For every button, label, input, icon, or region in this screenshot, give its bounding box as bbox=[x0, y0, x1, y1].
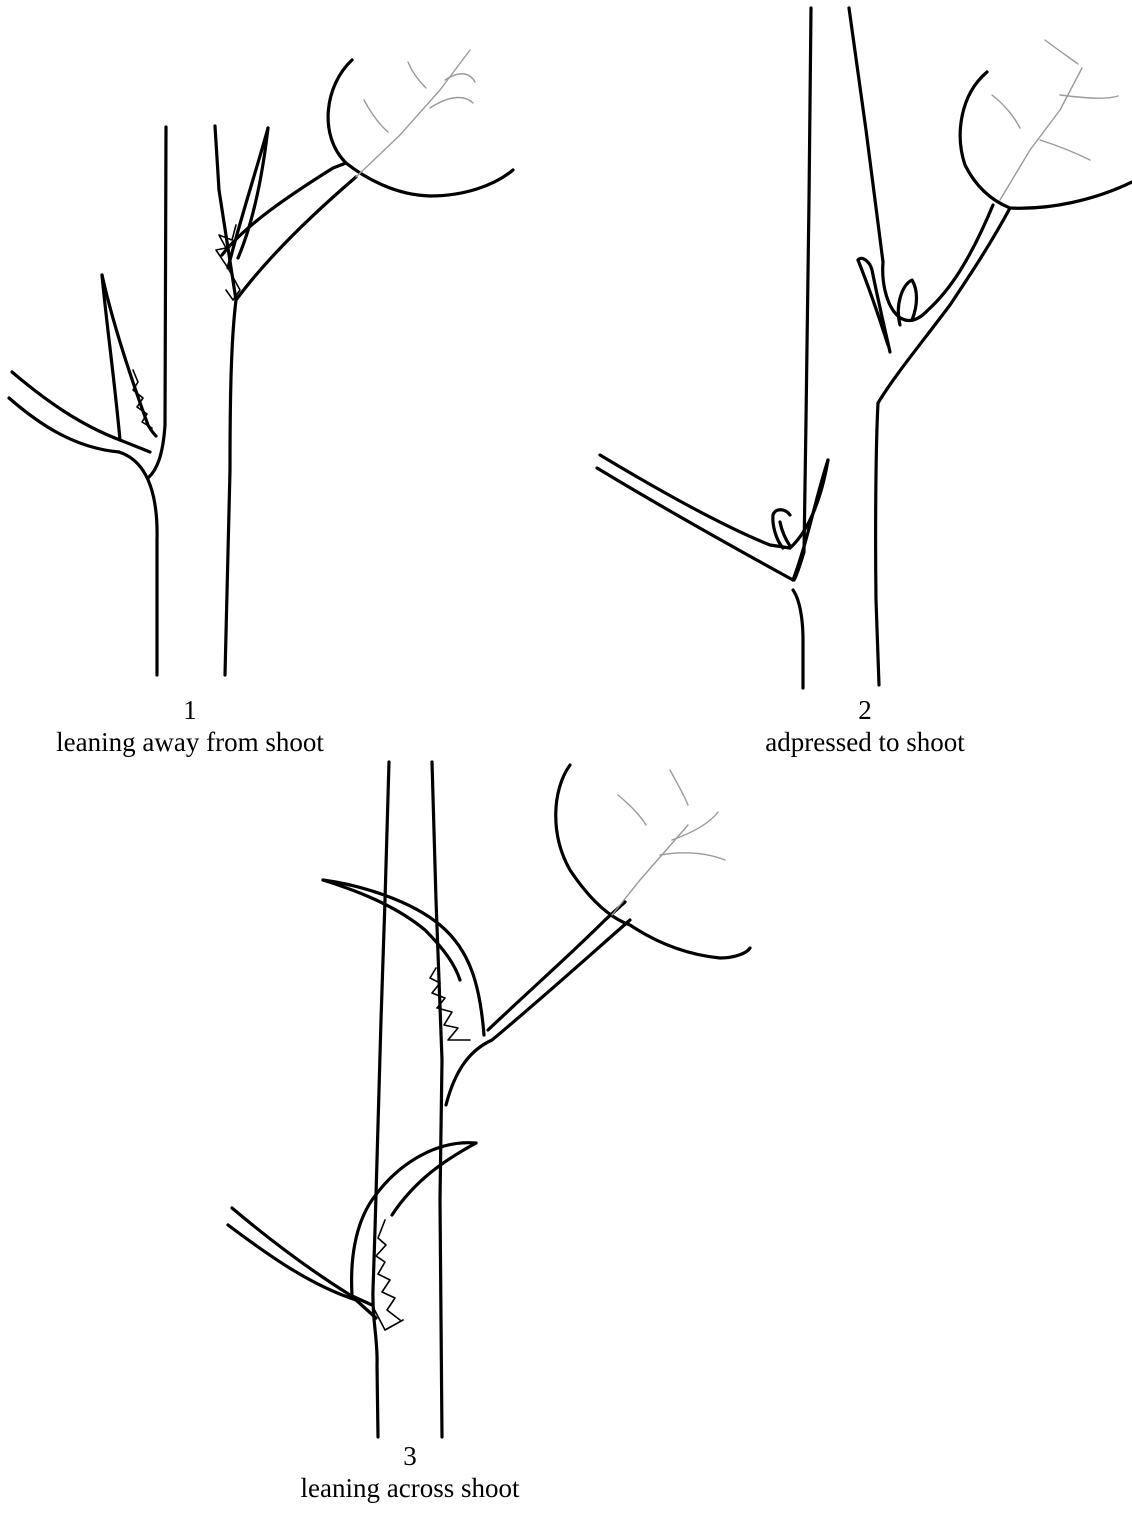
fig3-stem-right bbox=[432, 762, 442, 1437]
fig2-lower-branch-upper-edge bbox=[600, 455, 790, 548]
fig3-lower-branch-lower-edge bbox=[228, 1225, 376, 1318]
fig3-leaflet-outline bbox=[556, 765, 750, 958]
figure-2-caption: 2 adpressed to shoot bbox=[740, 694, 990, 758]
fig2-leaflet-outline bbox=[960, 72, 1132, 208]
figure-3-drawing bbox=[228, 762, 750, 1437]
fig1-upper-thorn bbox=[228, 128, 268, 268]
fig1-leaflet-vein-3 bbox=[408, 62, 426, 88]
fig3-petiole-upper-edge bbox=[488, 902, 625, 1030]
fig1-stem-left-lower bbox=[119, 452, 157, 675]
figure-2-number: 2 bbox=[740, 694, 990, 726]
fig2-lower-stipule bbox=[773, 510, 790, 548]
fig1-stem-left bbox=[148, 127, 166, 478]
figure-2-label: adpressed to shoot bbox=[740, 726, 990, 758]
figure-1-caption: 1 leaning away from shoot bbox=[20, 694, 360, 758]
fig2-leaflet-vein-2 bbox=[1060, 95, 1118, 98]
fig1-lower-branch-upper-edge bbox=[12, 372, 150, 452]
fig2-leaflet-vein-4 bbox=[992, 95, 1020, 128]
fig3-lower-stipule-fringe bbox=[372, 1220, 403, 1330]
fig2-stem-left bbox=[794, 8, 811, 580]
fig3-lower-thorn-inner bbox=[392, 1143, 476, 1215]
figure-1-label: leaning away from shoot bbox=[20, 726, 360, 758]
figure-1-drawing bbox=[9, 50, 513, 675]
fig1-lower-branch-lower-edge bbox=[9, 398, 119, 452]
fig1-petiole-lower-edge bbox=[236, 177, 356, 300]
fig2-stem-right bbox=[849, 8, 883, 685]
figure-2-drawing bbox=[597, 8, 1132, 688]
figure-3-number: 3 bbox=[270, 1440, 550, 1472]
fig3-upper-stipule bbox=[430, 968, 470, 1040]
figure-3-label: leaning across shoot bbox=[270, 1472, 550, 1504]
fig1-lower-stipule-fringe bbox=[133, 370, 152, 428]
fig3-leaflet-vein-3 bbox=[618, 795, 646, 825]
fig2-leaflet-vein-3 bbox=[1045, 40, 1078, 64]
fig3-stem-left bbox=[373, 762, 389, 1437]
fig3-leaflet-vein-1 bbox=[660, 853, 725, 860]
fig2-lower-branch-lower-edge bbox=[597, 468, 793, 580]
fig3-upper-thorn-outer bbox=[323, 880, 484, 1035]
fig1-stem-right bbox=[215, 126, 236, 675]
fig2-leaflet-vein-1 bbox=[1040, 140, 1090, 160]
fig1-leaflet-vein-2 bbox=[445, 74, 475, 82]
fig1-petiole-upper-edge bbox=[222, 163, 346, 255]
fig2-stem-left-lower bbox=[793, 590, 803, 688]
fig1-leaflet-vein-1 bbox=[430, 98, 473, 108]
figure-1-number: 1 bbox=[20, 694, 360, 726]
fig1-lower-thorn bbox=[102, 275, 120, 440]
fig3-leaflet-vein-4 bbox=[670, 770, 688, 805]
fig1-leaflet-vein-4 bbox=[364, 100, 388, 132]
fig3-petiole-lower-edge bbox=[446, 920, 630, 1105]
fig1-leaflet-midrib bbox=[356, 50, 470, 177]
fig2-leaflet-midrib bbox=[1000, 68, 1082, 200]
fig3-lower-thorn-outer bbox=[352, 1143, 476, 1295]
figure-3-caption: 3 leaning across shoot bbox=[270, 1440, 550, 1504]
